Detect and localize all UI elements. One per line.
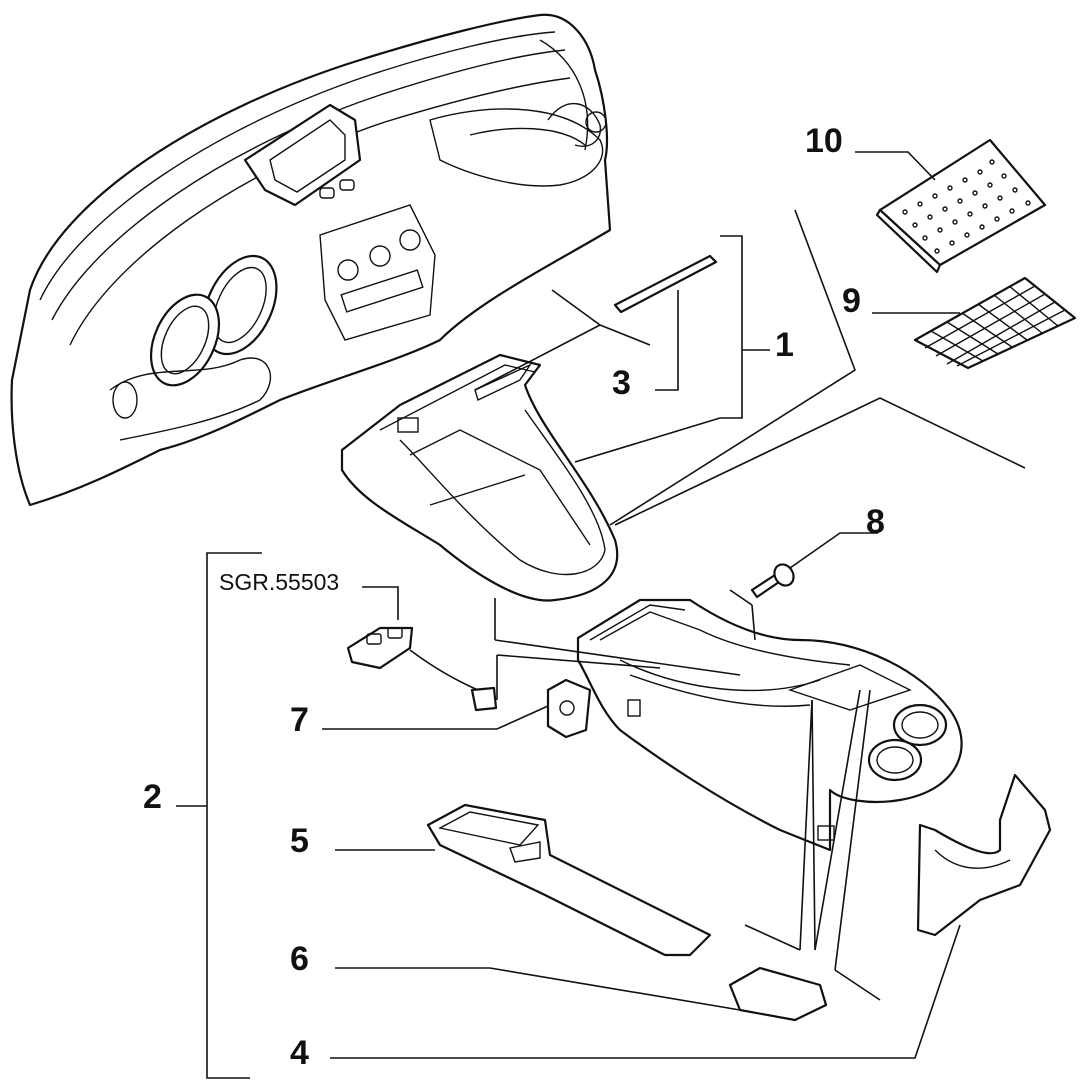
part-3-trim-strip <box>613 254 718 314</box>
callout-5: 5 <box>290 822 309 860</box>
callout-8: 8 <box>866 503 885 541</box>
callout-10: 10 <box>805 122 843 160</box>
perforation-holes <box>902 159 1031 254</box>
callout-1: 1 <box>775 326 794 364</box>
lower-console-assembly <box>576 598 963 852</box>
callout-6: 6 <box>290 940 309 978</box>
part-5-floor-panel <box>426 803 712 957</box>
part-9-grid-mat <box>913 276 1077 370</box>
leader-lines <box>176 151 1026 1079</box>
part-1-upper-console <box>340 353 619 602</box>
callout-2: 2 <box>143 778 162 816</box>
reference-code: SGR.55503 <box>219 569 339 595</box>
callout-4: 4 <box>290 1034 309 1072</box>
part-10-perforated-mat <box>875 138 1047 274</box>
part-8-screw <box>750 563 795 599</box>
callout-labels: 10 9 1 3 8 7 2 5 6 4 SGR.55503 <box>143 122 885 1072</box>
dashboard-illustration <box>10 13 612 507</box>
callout-9: 9 <box>842 282 861 320</box>
part-4-bracket <box>916 773 1052 937</box>
part-6-pad <box>728 966 828 1022</box>
callout-3: 3 <box>612 364 631 402</box>
part-7-clip <box>546 678 592 739</box>
remote-module <box>346 626 498 712</box>
callout-7: 7 <box>290 701 309 739</box>
